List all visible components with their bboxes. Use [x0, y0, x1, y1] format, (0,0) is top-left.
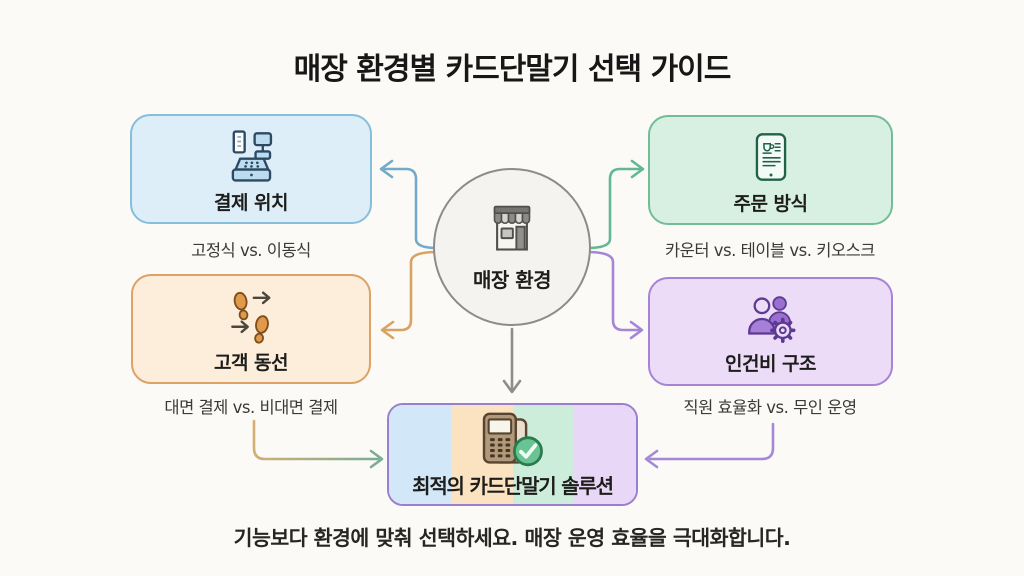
stripe-purple [574, 405, 636, 504]
arrow-labor-cost-to-solution [644, 422, 775, 469]
factor-box-payment-location: 결제 위치 [130, 114, 372, 224]
card-terminal-check-icon [482, 412, 543, 466]
factor-label-labor-cost: 인건비 구조 [724, 353, 817, 375]
factor-label-customer-flow: 고객 동선 [213, 351, 289, 374]
factor-caption-order-method: 카운터 vs. 테이블 vs. 키오스크 [665, 241, 876, 260]
factor-box-labor-cost: 인건비 구조 [648, 277, 893, 386]
people-gear-icon [747, 296, 795, 343]
factor-box-customer-flow: 고객 동선 [131, 274, 371, 384]
center-node-label: 매장 환경 [472, 267, 552, 292]
storefront-icon [493, 205, 531, 251]
factor-caption-labor-cost: 직원 효율화 vs. 무인 운영 [683, 398, 857, 417]
arrow-center-to-customer-flow [380, 250, 439, 340]
stripe-blue [389, 405, 451, 504]
solution-box: 최적의 카드단말기 솔루션 [387, 403, 638, 506]
page-title: 매장 환경별 카드단말기 선택 가이드 [293, 52, 732, 87]
arrow-center-to-payment-location [379, 159, 439, 250]
footer-note: 기능보다 환경에 맞춰 선택하세요. 매장 운영 효율을 극대화합니다. [233, 526, 791, 550]
arrow-center-to-labor-cost [585, 250, 644, 340]
arrow-center-to-solution [502, 327, 522, 394]
center-node-store-environment: 매장 환경 [433, 168, 591, 326]
solution-label: 최적의 카드단말기 솔루션 [412, 473, 614, 498]
factor-label-payment-location: 결제 위치 [213, 192, 289, 214]
arrow-customer-flow-to-solution [252, 419, 384, 469]
factor-caption-customer-flow: 대면 결제 vs. 비대면 결제 [164, 398, 338, 417]
factor-caption-payment-location: 고정식 vs. 이동식 [191, 241, 311, 260]
cash-register-icon [231, 130, 273, 182]
footsteps-icon [231, 290, 271, 344]
factor-box-order-method: 주문 방식 [648, 115, 893, 225]
arrow-center-to-order-method [585, 159, 645, 250]
factor-label-order-method: 주문 방식 [733, 193, 808, 215]
tablet-menu-icon [755, 133, 786, 181]
